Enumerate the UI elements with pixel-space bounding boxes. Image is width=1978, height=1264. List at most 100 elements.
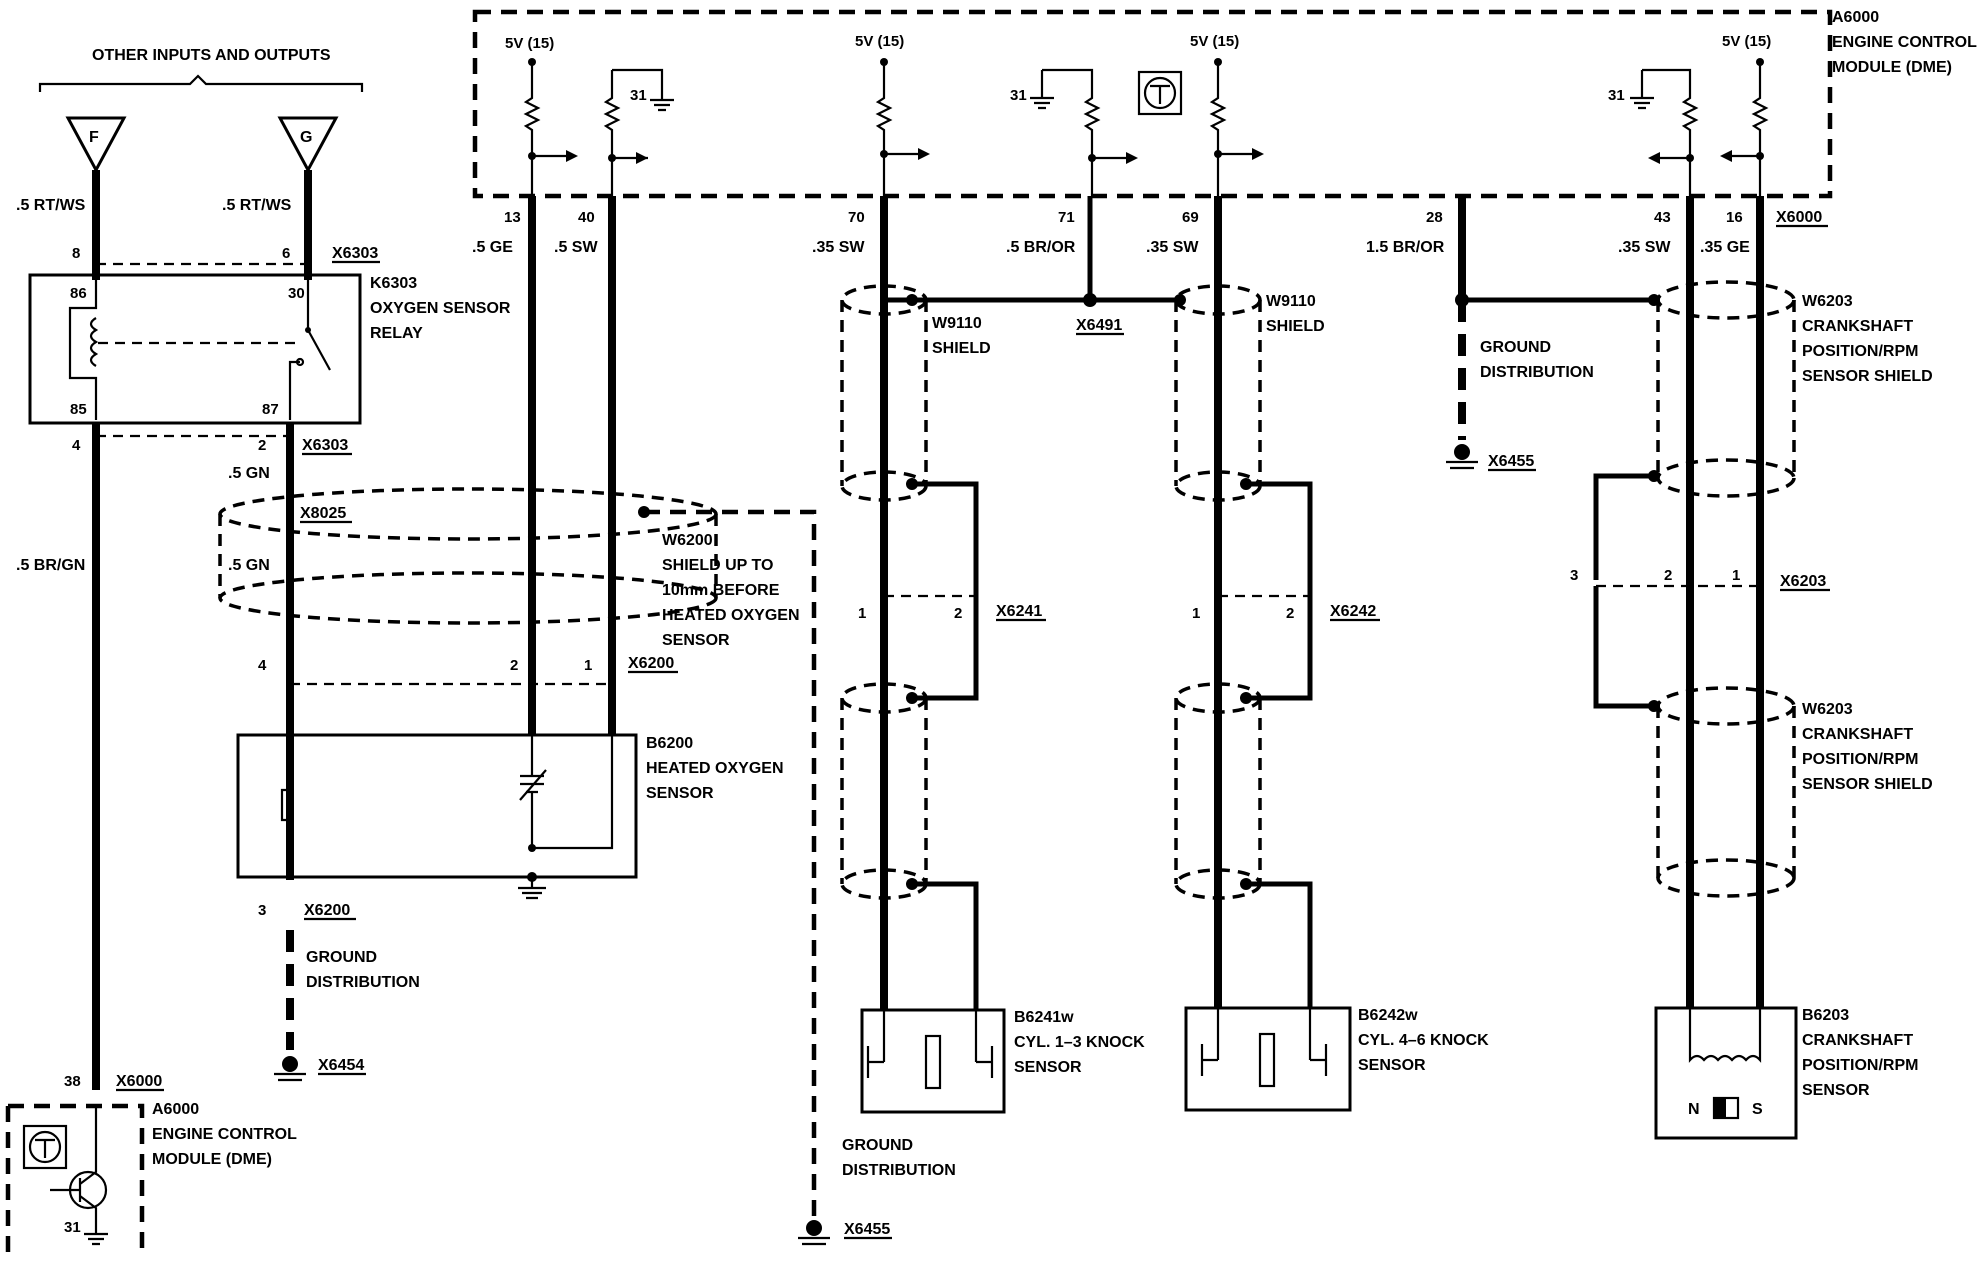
wire-label-ge: .5 GE [472,239,513,256]
ecm-bottom-icon [22,1124,68,1170]
wire-label-15bror: 1.5 BR/OR [1366,239,1445,256]
c-pin2: 2 [1664,567,1672,584]
ecm-bot-desc2: MODULE (DME) [152,1151,272,1168]
knock-sensor-1-circuit: X6491 W9110 SHIELD 1 2 X6241 B6241w CYL.… [798,196,1176,1246]
gd-mid-2: DISTRIBUTION [1480,364,1594,381]
gnd31-label-2: 31 [1010,87,1027,104]
c-pin3: 3 [1570,567,1578,584]
b6241-desc1: CYL. 1–3 KNOCK [1014,1034,1145,1051]
gd-bot-1: GROUND [842,1137,913,1154]
relay-30: 30 [288,285,305,302]
pin-13: 13 [504,209,521,226]
b6203-s: S [1752,1101,1763,1118]
x6491-label: X6491 [1076,317,1122,334]
x6200-pin3: 3 [258,902,266,919]
gnd31-bot-label: 31 [64,1219,81,1236]
wire-label-sw: .5 SW [554,239,598,256]
gnd31-label-1: 31 [630,87,647,104]
x6000-bot-label: X6000 [116,1073,162,1090]
gnd31-label-3: 31 [1608,87,1625,104]
x6454-label: X6454 [318,1057,364,1074]
w9110b-desc: SHIELD [1266,318,1325,335]
w6203a-desc1: CRANKSHAFT [1802,318,1913,335]
relay-pin-4: 4 [72,437,81,454]
gd-bot-2: DISTRIBUTION [842,1162,956,1179]
connector-g-label: G [300,129,312,146]
v5-label-4: 5V (15) [1722,33,1771,50]
b6203-desc2: POSITION/RPM [1802,1057,1918,1074]
b6200-desc1: HEATED OXYGEN [646,760,784,777]
left-wires: .5 BR/GN .5 GN X8025 .5 GN [16,423,352,1090]
w9110b-name: W9110 [1266,293,1316,310]
x6200-pin2: 2 [510,657,518,674]
ecm-internal-circuits: 5V (15) 5V (15) 5V (15) 5V (15) 31 31 [505,33,1771,196]
other-io-label: OTHER INPUTS AND OUTPUTS [92,47,331,64]
heated-oxygen-sensor: B6200 HEATED OXYGEN SENSOR 3 X6200 GROUN… [236,733,784,1082]
b6241-desc2: SENSOR [1014,1059,1082,1076]
relay-87: 87 [262,401,279,418]
x6203-label: X6203 [1780,573,1826,590]
x8025-label: X8025 [300,505,346,522]
wire-label-f: .5 RT/WS [16,197,86,214]
b6203-name: B6203 [1802,1007,1849,1024]
w6200-shield: W6200 SHIELD UP TO 10mm BEFORE HEATED OX… [218,487,817,1220]
k1-pin1: 1 [858,605,866,622]
pin-70: 70 [848,209,865,226]
k2-pin1: 1 [1192,605,1200,622]
relay-85: 85 [70,401,87,418]
pin-16: 16 [1726,209,1743,226]
ecm-module-top: A6000 ENGINE CONTROL MODULE (DME) [472,9,1977,199]
ecm-bot-desc1: ENGINE CONTROL [152,1126,297,1143]
wire-label-35sw-c: .35 SW [1618,239,1671,256]
wire-label-brgn: .5 BR/GN [16,557,85,574]
k1-pin2: 2 [954,605,962,622]
x6200-top-label: X6200 [628,655,674,672]
pin-28: 28 [1426,209,1443,226]
relay-pin-6: 6 [282,245,290,262]
ecm-top-desc2: MODULE (DME) [1832,59,1952,76]
x6242-label: X6242 [1330,603,1376,620]
relay-desc2: RELAY [370,325,423,342]
x6200-pin4: 4 [258,657,267,674]
w6203b-desc3: SENSOR SHIELD [1802,776,1933,793]
b6203-desc3: SENSOR [1802,1082,1870,1099]
o2-sensor-wires: 4 2 1 X6200 [258,196,678,735]
wire-label-g: .5 RT/WS [222,197,292,214]
gd-left-2: DISTRIBUTION [306,974,420,991]
crankshaft-sensor-circuit: W6203 CRANKSHAFT POSITION/RPM SENSOR SHI… [1570,196,1933,1140]
wire-label-35ge: .35 GE [1700,239,1750,256]
b6200-name: B6200 [646,735,693,752]
relay-pin-8: 8 [72,245,80,262]
ground-distribution-mid: GROUND DISTRIBUTION X6455 [1446,196,1654,472]
x6303-top-label: X6303 [332,245,378,262]
wire-label-35sw-a: .35 SW [812,239,865,256]
pin-40: 40 [578,209,595,226]
relay-pin-2: 2 [258,437,266,454]
relay-86: 86 [70,285,87,302]
x6200-pin1: 1 [584,657,592,674]
wire-label-bror: .5 BR/OR [1006,239,1076,256]
k2-pin2: 2 [1286,605,1294,622]
v5-label-2: 5V (15) [855,33,904,50]
ecm-top-desc1: ENGINE CONTROL [1832,34,1977,51]
w6203b-desc1: CRANKSHAFT [1802,726,1913,743]
w6200-desc2: 10mm BEFORE [662,582,780,599]
v5-label-1: 5V (15) [505,35,554,52]
pin-43: 43 [1654,209,1671,226]
relay-name: K6303 [370,275,417,292]
w6200-name: W6200 [662,532,713,549]
x6241-label: X6241 [996,603,1042,620]
w6200-desc1: SHIELD UP TO [662,557,773,574]
b6200-desc2: SENSOR [646,785,714,802]
relay-desc1: OXYGEN SENSOR [370,300,511,317]
w6203b-desc2: POSITION/RPM [1802,751,1918,768]
b6203-n: N [1688,1101,1700,1118]
pin-38: 38 [64,1073,81,1090]
b6241-name: B6241w [1014,1009,1074,1026]
pin-69: 69 [1182,209,1199,226]
w6203b-name: W6203 [1802,701,1853,718]
knock-sensor-2-circuit: W9110 SHIELD 1 2 X6242 B6242w CYL. 4–6 K… [1174,196,1489,1112]
w6200-desc3: HEATED OXYGEN [662,607,800,624]
pin-71: 71 [1058,209,1075,226]
